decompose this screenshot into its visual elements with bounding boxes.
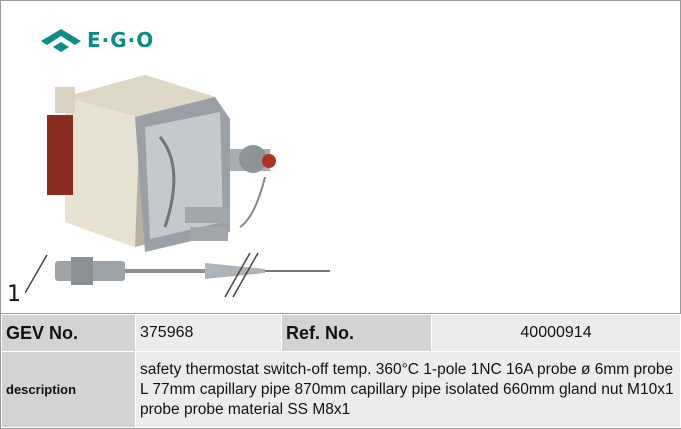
spec-row-ids: GEV No. 375968 Ref. No. 40000914: [1, 314, 681, 352]
gev-value: 375968: [135, 314, 282, 352]
spec-table: GEV No. 375968 Ref. No. 40000914 descrip…: [1, 314, 681, 428]
ego-logo: E·G·O: [39, 27, 179, 53]
product-photo-area: E·G·O: [1, 1, 680, 314]
description-label: description: [1, 351, 136, 428]
ego-logo-icon: [41, 29, 81, 52]
ego-logo-text: E·G·O: [87, 28, 155, 52]
thermostat-product-photo-icon: [25, 75, 330, 298]
gev-label: GEV No.: [1, 314, 136, 352]
ref-label: Ref. No.: [281, 314, 432, 352]
description-value: safety thermostat switch-off temp. 360°C…: [135, 351, 681, 428]
spec-row-description: description safety thermostat switch-off…: [1, 351, 681, 428]
ref-value: 40000914: [431, 314, 681, 352]
figure-index-label: 1: [7, 282, 21, 307]
